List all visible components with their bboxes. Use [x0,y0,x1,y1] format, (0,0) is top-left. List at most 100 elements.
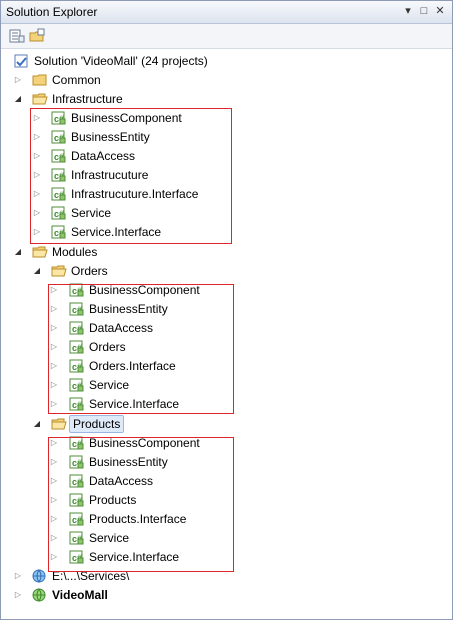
svg-text:c#: c# [72,362,82,372]
tree-row[interactable]: ▷c#BusinessEntity [1,300,441,318]
tree-row[interactable]: ◢Infrastructure [1,90,441,108]
project-item-label: Service.Interface [71,225,162,239]
project-item-label: BusinessComponent [89,283,200,297]
pin-dropdown-button[interactable]: ▾ [405,5,411,17]
folder-open-icon [51,417,67,431]
svg-text:c#: c# [54,228,64,238]
collapsed-arrow-icon[interactable]: ▷ [33,132,41,141]
tree-row[interactable]: ▷ VideoMall [1,586,441,604]
collapsed-arrow-icon[interactable]: ▷ [33,113,41,122]
tree-row[interactable]: ▷c#Infrastrucuture.Interface [1,185,441,203]
svg-text:c#: c# [72,553,82,563]
collapsed-arrow-icon[interactable]: ▷ [50,457,58,466]
collapsed-arrow-icon[interactable]: ▷ [50,380,58,389]
tree-row[interactable]: ▷E:\...\Services\ [1,567,441,585]
collapsed-arrow-icon[interactable]: ▷ [50,304,58,313]
tree-row[interactable]: ▷c#DataAccess [1,472,441,490]
project-videomall-label: VideoMall [52,588,108,602]
csharp-project-icon: c# [51,206,67,220]
collapsed-arrow-icon[interactable]: ▷ [50,399,58,408]
tree-row[interactable]: ▷ c# DataAccess [1,319,441,337]
csharp-project-icon: c# [69,359,85,373]
web-application-icon [32,588,48,602]
tree-row[interactable]: Solution 'VideoMall' (24 projects) [1,52,441,70]
expanded-arrow-icon[interactable]: ◢ [14,94,22,103]
tree-row[interactable]: ▷ c# Service [1,204,441,222]
collapsed-arrow-icon[interactable]: ▷ [14,75,22,84]
tree-row[interactable]: ▷c#BusinessEntity [1,128,441,146]
project-item-label: Service [71,206,112,220]
csharp-project-icon: c# [69,397,85,411]
project-item-label: BusinessEntity [89,455,168,469]
tree-row[interactable]: ◢Modules [1,243,441,261]
tree-row[interactable]: ▷c#BusinessEntity [1,453,441,471]
folder-open-icon [51,264,67,278]
collapsed-arrow-icon[interactable]: ▷ [50,323,58,332]
collapsed-arrow-icon[interactable]: ▷ [50,533,58,542]
svg-text:c#: c# [72,515,82,525]
collapsed-arrow-icon[interactable]: ▷ [14,571,22,580]
collapsed-arrow-icon[interactable]: ▷ [50,476,58,485]
expanded-arrow-icon[interactable]: ◢ [14,247,22,256]
project-item-label: Products [89,493,137,507]
properties-icon[interactable] [9,28,25,44]
tree-row[interactable]: ▷ c# Products [1,491,441,509]
tree-row[interactable]: ▷ c# Service.Interface [1,223,441,241]
solution-icon [14,54,30,68]
collapsed-arrow-icon[interactable]: ▷ [50,438,58,447]
project-item-label: Service [89,531,130,545]
tree-row[interactable]: ▷c#Service.Interface [1,395,441,413]
tree-row[interactable]: ▷c#BusinessComponent [1,434,441,452]
project-item-label: Orders [89,340,126,354]
csharp-project-icon: c# [69,493,85,507]
collapsed-arrow-icon[interactable]: ▷ [33,170,41,179]
csharp-project-icon: c# [51,187,67,201]
svg-text:c#: c# [72,534,82,544]
collapsed-arrow-icon[interactable]: ▷ [50,514,58,523]
expanded-arrow-icon[interactable]: ◢ [33,419,41,428]
tree-row[interactable]: ▷c#BusinessComponent [1,109,441,127]
web-site-icon [32,569,48,583]
collapsed-arrow-icon[interactable]: ▷ [14,590,22,599]
tree-row[interactable]: ▷c#BusinessComponent [1,281,441,299]
collapsed-arrow-icon[interactable]: ▷ [50,285,58,294]
tree-row[interactable]: ▷ c# Orders.Interface [1,357,441,375]
highlight-box-products [48,437,234,572]
svg-text:c#: c# [72,343,82,353]
tree-row[interactable]: ▷c#Service.Interface [1,548,441,566]
svg-text:c#: c# [72,324,82,334]
folder-orders-label: Orders [71,264,108,278]
collapsed-arrow-icon[interactable]: ▷ [33,151,41,160]
tree-row[interactable]: ▷ c# Products.Interface [1,510,441,528]
svg-text:c#: c# [72,400,82,410]
project-item-label: DataAccess [71,149,136,163]
tree-row[interactable]: ◢ Products [1,415,441,433]
tree-row[interactable]: ▷c#Infrastrucuture [1,166,441,184]
collapsed-arrow-icon[interactable]: ▷ [50,342,58,351]
tree-row[interactable]: ▷ c# DataAccess [1,147,441,165]
project-item-label: DataAccess [89,321,154,335]
tree-row[interactable]: ▷ c# Orders [1,338,441,356]
collapsed-arrow-icon[interactable]: ▷ [33,208,41,217]
expanded-arrow-icon[interactable]: ◢ [33,266,41,275]
tree-row[interactable]: ▷Common [1,71,441,89]
collapsed-arrow-icon[interactable]: ▷ [33,189,41,198]
collapsed-arrow-icon[interactable]: ▷ [50,552,58,561]
collapsed-arrow-icon[interactable]: ▷ [50,361,58,370]
solution-node-label: Solution 'VideoMall' (24 projects) [34,54,208,68]
tree-row[interactable]: ◢ Orders [1,262,441,280]
highlight-box-orders [48,284,234,414]
show-all-files-icon[interactable] [29,28,45,44]
folder-products-label: Products [69,415,125,433]
svg-text:c#: c# [54,152,64,162]
maximize-button[interactable]: □ [420,5,428,17]
close-button[interactable]: ✕ [435,5,445,17]
collapsed-arrow-icon[interactable]: ▷ [33,227,41,236]
tree-row[interactable]: ▷c#Service [1,376,441,394]
project-item-label: Orders.Interface [89,359,176,373]
tree-row[interactable]: ▷ c# Service [1,529,441,547]
project-item-label: Products.Interface [89,512,187,526]
collapsed-arrow-icon[interactable]: ▷ [50,495,58,504]
csharp-project-icon: c# [69,512,85,526]
